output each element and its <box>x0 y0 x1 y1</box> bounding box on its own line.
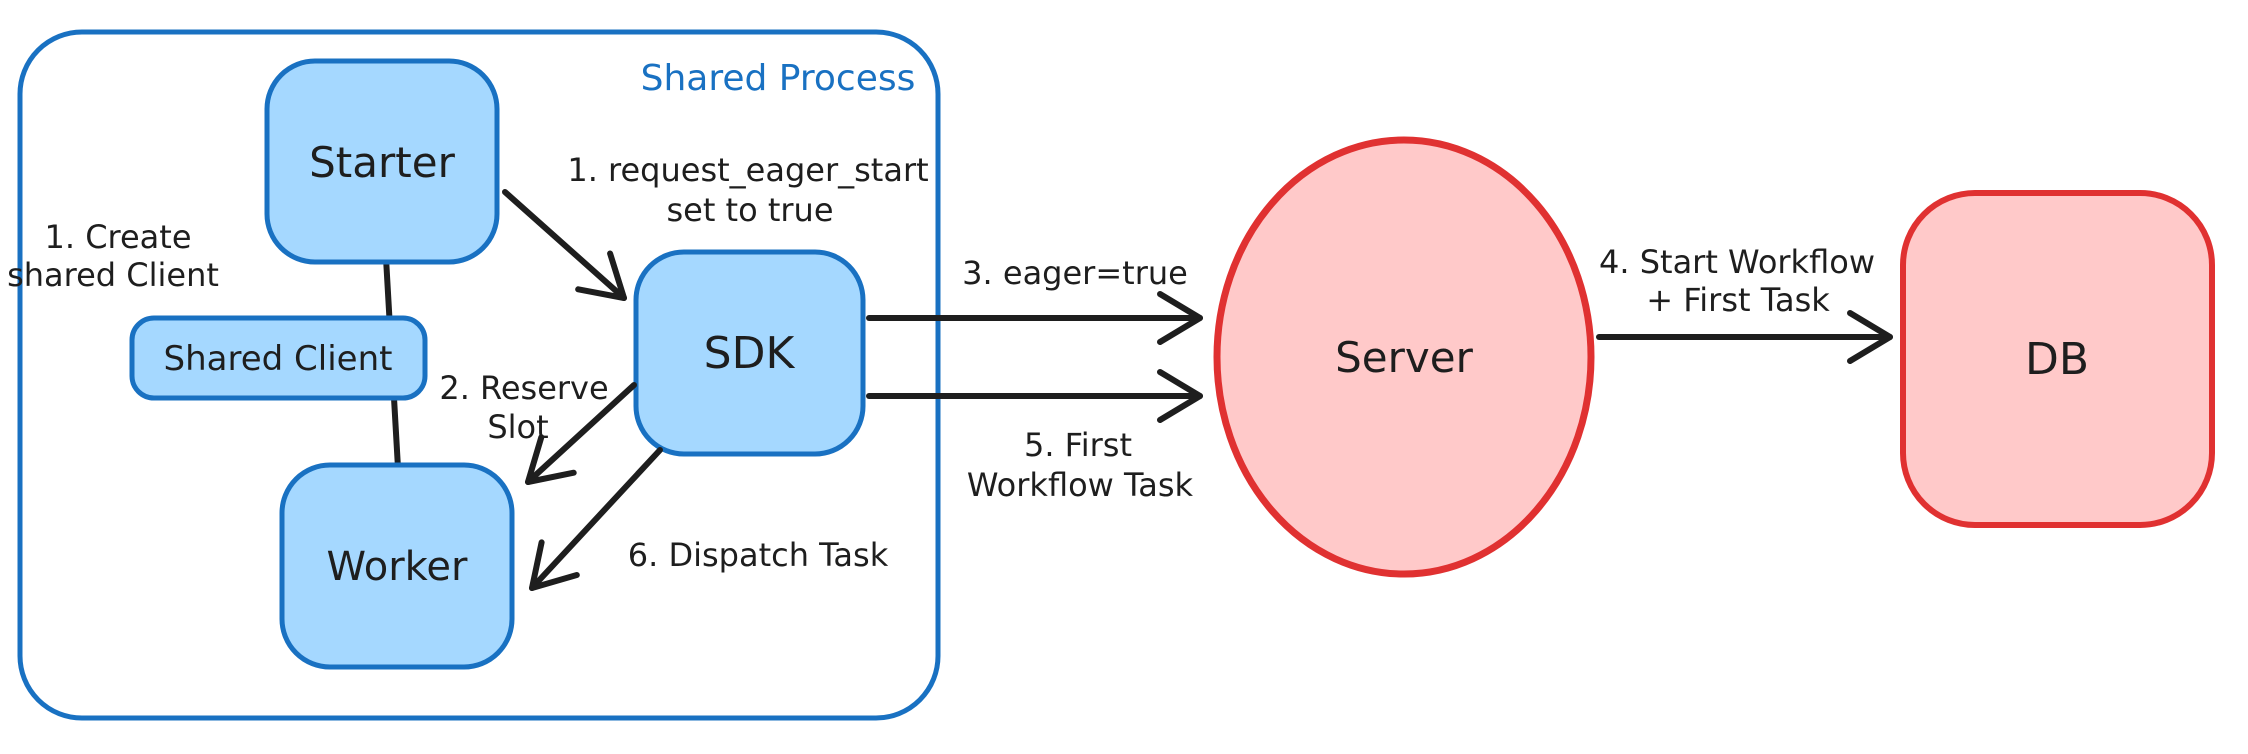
db-node <box>1900 190 2215 528</box>
shared-client-label: Shared Client <box>164 339 393 379</box>
shared-process-container <box>17 29 941 721</box>
label-start-workflow-line1: 4. Start Workflow <box>1599 243 1875 281</box>
label-first-workflow-task-line1: 5. First <box>1024 426 1132 464</box>
sdk-node <box>633 249 866 457</box>
arrow-request-eager-start <box>502 189 627 301</box>
label-create-shared-client-line2: shared Client <box>7 256 219 294</box>
shared-client-node <box>129 315 428 401</box>
starter-label: Starter <box>309 138 455 187</box>
red-nodes <box>1213 136 2215 578</box>
blue-nodes <box>129 58 866 670</box>
label-request-eager-start-line2: set to true <box>666 191 833 229</box>
arrow-reserve-slot <box>525 382 637 485</box>
db-label: DB <box>2025 334 2089 385</box>
server-node <box>1213 136 1595 578</box>
label-create-shared-client-line1: 1. Create <box>44 218 191 256</box>
arrows <box>502 189 1893 591</box>
worker-label: Worker <box>327 544 468 590</box>
arrow-dispatch-task <box>529 447 663 591</box>
label-dispatch-task: 6. Dispatch Task <box>628 536 889 574</box>
label-first-workflow-task-line2: Workflow Task <box>967 466 1194 504</box>
label-request-eager-start-line1: 1. request_eager_start <box>567 151 928 189</box>
starter-node <box>264 58 500 265</box>
label-start-workflow-line2: + First Task <box>1646 281 1830 319</box>
worker-node <box>279 462 515 670</box>
label-reserve-slot-line2: Slot <box>487 408 548 446</box>
server-label: Server <box>1335 333 1473 382</box>
annotations: 1. Create shared Client 1. request_eager… <box>7 151 1875 574</box>
blue-node-labels: Starter Shared Client Worker SDK <box>164 138 796 590</box>
sdk-label: SDK <box>704 328 796 379</box>
label-reserve-slot-line1: 2. Reserve <box>439 369 608 407</box>
red-node-labels: Server DB <box>1335 333 2089 385</box>
label-eager-true: 3. eager=true <box>962 254 1188 292</box>
shared-process-label: Shared Process <box>641 58 916 99</box>
